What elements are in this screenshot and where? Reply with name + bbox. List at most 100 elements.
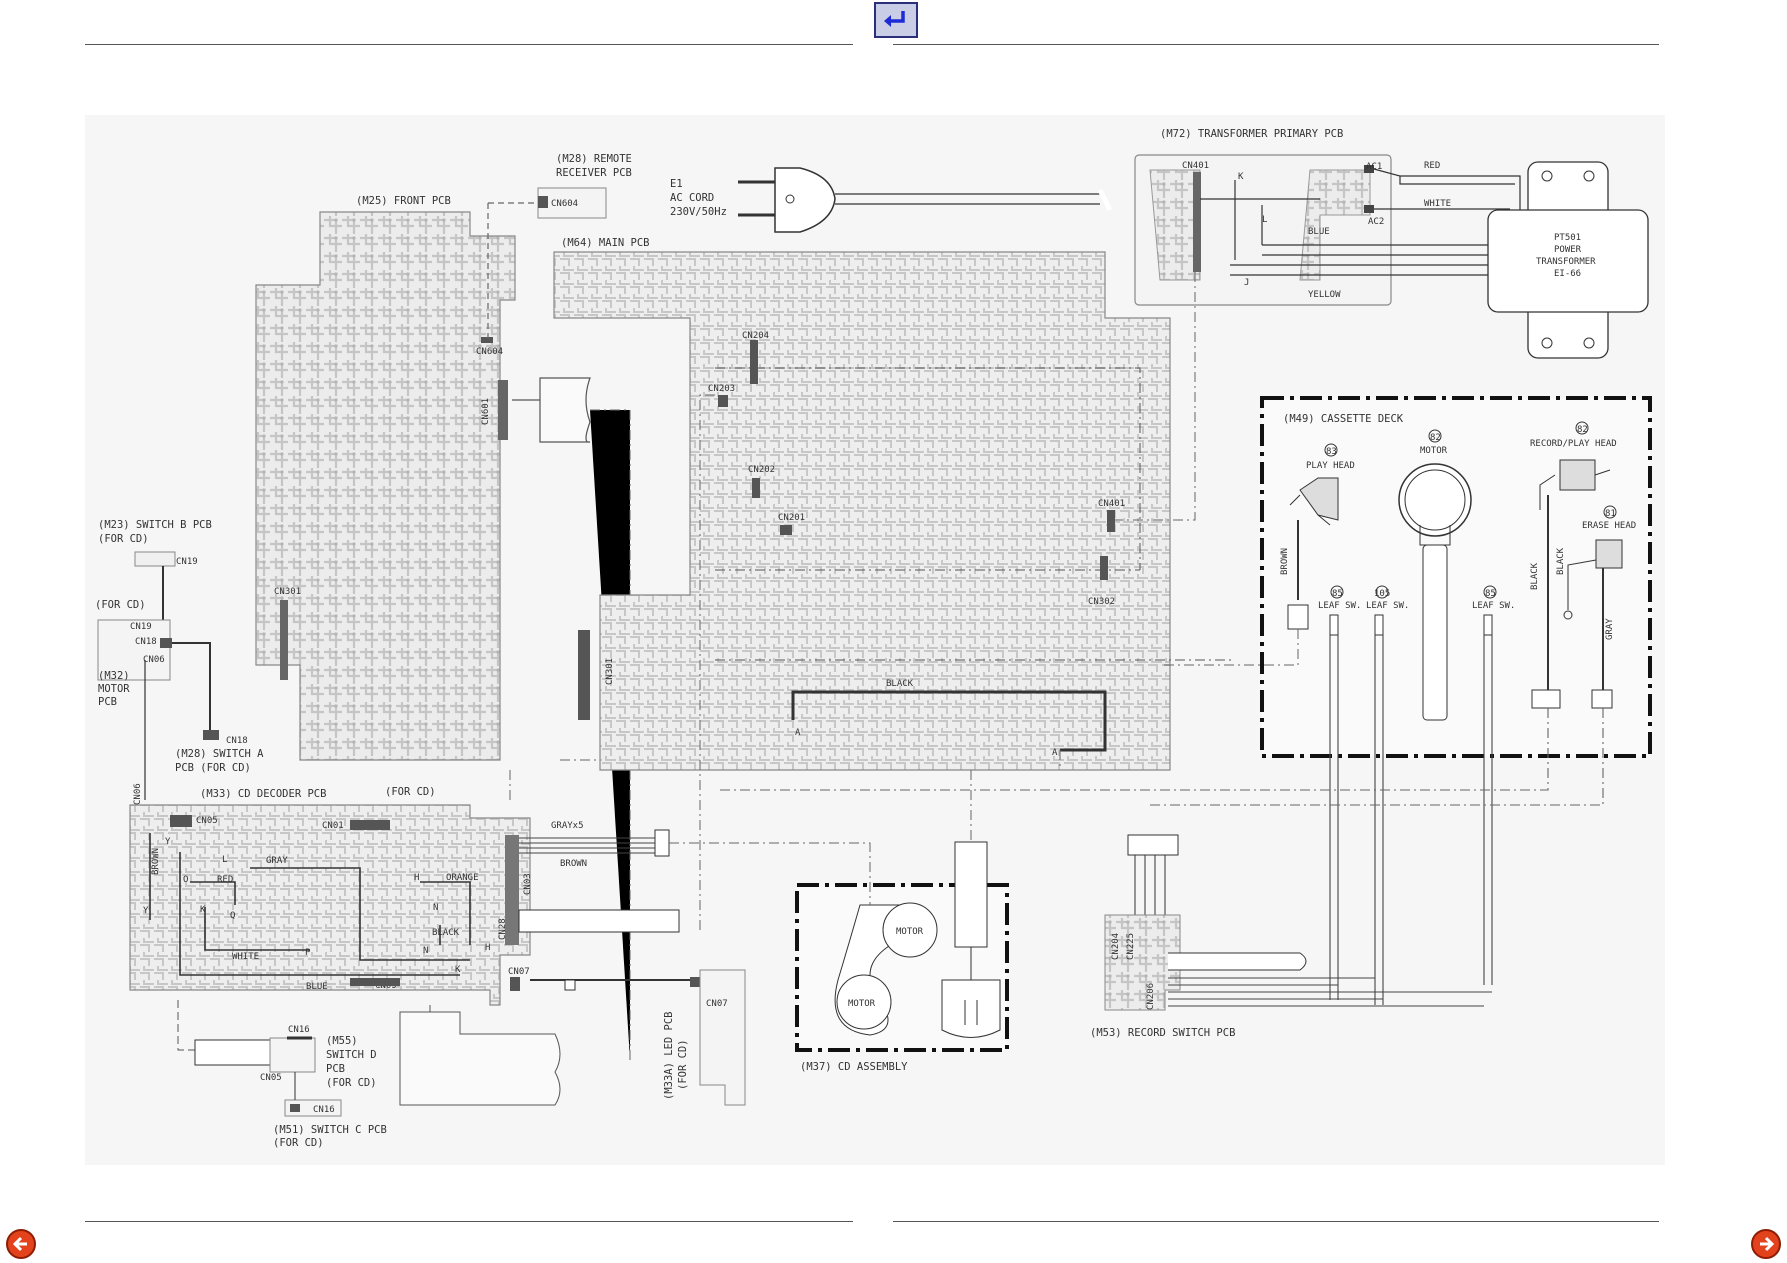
cn601-connector — [498, 380, 508, 440]
cn07-cd-label: CN07 — [508, 967, 530, 977]
o-marker: O — [183, 875, 188, 885]
n82a-label: 82 — [1430, 433, 1441, 443]
cn05-label: CN05 — [196, 816, 218, 826]
switch-a-label-2: PCB (FOR CD) — [175, 762, 251, 774]
power-label: POWER — [1554, 245, 1582, 255]
black-wire-main-label: BLACK — [886, 679, 914, 689]
cn206-label: CN206 — [1146, 983, 1156, 1010]
cd-decoder-pcb: (M33) CD DECODER PCB (FOR CD) CN06 CN05 … — [129, 783, 533, 1006]
n81-label: 81 — [1605, 509, 1616, 519]
k-cd-marker-2: K — [455, 965, 461, 975]
back-button[interactable] — [874, 2, 918, 38]
ac2-label: AC2 — [1368, 217, 1384, 227]
k-marker: K — [1238, 172, 1244, 182]
l-cd-marker: L — [222, 855, 227, 865]
remote-receiver-pcb: (M28) REMOTE RECEIVER PCB CN604 — [487, 153, 632, 340]
cassette-harness — [720, 635, 1604, 1005]
record-play-head: 82 RECORD/PLAY HEAD BLACK — [1530, 421, 1617, 709]
for-cd-label-2: (FOR CD) — [385, 786, 436, 798]
front-pcb: (M25) FRONT PCB CN604 CN601 CN301 — [255, 195, 516, 761]
red-cd-label: RED — [217, 875, 233, 885]
n85b-label: 85 — [1485, 589, 1496, 599]
gray-cassette-label: GRAY — [1605, 618, 1615, 640]
transformer-to-main-dash — [1115, 272, 1196, 521]
arrow-right-icon — [1760, 1236, 1775, 1252]
ac-cord: E1 AC CORD 230V/50Hz — [670, 167, 1113, 233]
cd-assembly-label: (M37) CD ASSEMBLY — [800, 1061, 908, 1073]
power-transformer: PT501 POWER TRANSFORMER EI-66 — [1487, 161, 1649, 359]
cn06-m-label: CN06 — [143, 655, 165, 665]
orange-cd-label: ORANGE — [446, 873, 479, 883]
cn601-label: CN601 — [481, 398, 491, 425]
white-cd-label: WHITE — [232, 952, 259, 962]
n85a-label: 85 — [1332, 589, 1343, 599]
n-marker-2: N — [423, 946, 428, 956]
remote-label-1: (M28) REMOTE — [556, 153, 632, 165]
record-switch-pcb-label: (M53) RECORD SWITCH PCB — [1090, 1027, 1235, 1039]
main-pcb-label: (M64) MAIN PCB — [561, 237, 650, 249]
dashed-interconnects — [509, 394, 1061, 930]
black-cassette-label-1: BLACK — [1530, 562, 1540, 590]
deck-motor: 82 MOTOR — [1398, 429, 1472, 721]
leaf-switches: 85 LEAF SW. 105 LEAF SW. 85 LEAF SW. — [1318, 585, 1515, 636]
motor-b-label: MOTOR — [848, 999, 876, 1009]
brown-cassette-label: BROWN — [1280, 548, 1290, 575]
switch-c-pcb: CN16 (M51) SWITCH C PCB (FOR CD) — [273, 1072, 387, 1149]
erase-head-label: ERASE HEAD — [1582, 521, 1636, 531]
switch-b-label-1: (M23) SWITCH B PCB — [98, 519, 212, 531]
transformer-primary-pcb: (M72) TRANSFORMER PRIMARY PCB CN401 K L … — [1134, 128, 1500, 306]
cn301-front-label: CN301 — [274, 587, 301, 597]
black-cd-label: BLACK — [432, 928, 460, 938]
play-head-label: PLAY HEAD — [1306, 461, 1355, 471]
transformer-wires: RED WHITE — [1373, 161, 1521, 210]
record-switch-pcb: CN204 CN225 CN206 (M53) RECORD SWITCH PC… — [1090, 834, 1492, 1039]
y-marker-2: Y — [143, 906, 149, 916]
next-page-button[interactable] — [1751, 1229, 1781, 1259]
arrow-left-icon — [12, 1236, 27, 1252]
black-cassette-label-2: BLACK — [1556, 547, 1566, 575]
switch-d-label-3: PCB — [326, 1063, 345, 1075]
h-marker-2: H — [485, 943, 490, 953]
ac1-label: AC1 — [1366, 162, 1382, 172]
white-wire-label: WHITE — [1424, 199, 1451, 209]
cd-assembly: (M37) CD ASSEMBLY MOTOR MOTOR — [669, 770, 1009, 1073]
l-marker: L — [1262, 215, 1267, 225]
cn401-tr-label: CN401 — [1182, 161, 1209, 171]
a-marker-1: A — [795, 728, 801, 738]
prev-page-button[interactable] — [6, 1229, 36, 1259]
leaf-sw-1-label: LEAF SW. — [1318, 601, 1361, 611]
record-play-head-label: RECORD/PLAY HEAD — [1530, 439, 1617, 449]
cn16-d-label: CN16 — [288, 1025, 310, 1035]
switch-c-label-2: (FOR CD) — [273, 1137, 324, 1149]
remote-label-2: RECEIVER PCB — [556, 167, 632, 179]
cn604-remote-label: CN604 — [551, 199, 578, 209]
cn202-label: CN202 — [748, 465, 775, 475]
ei66-label: EI-66 — [1554, 269, 1581, 279]
j-marker: J — [1244, 278, 1249, 288]
y-marker-1: Y — [165, 837, 171, 847]
h-marker-1: H — [414, 873, 419, 883]
cn604-label: CN604 — [476, 347, 503, 357]
n82b-label: 82 — [1577, 425, 1588, 435]
motor-pcb-label-3: PCB — [98, 696, 117, 708]
blue-cd-label: BLUE — [306, 982, 328, 992]
switch-a-pcb: CN18 (M28) SWITCH A PCB (FOR CD) — [175, 730, 264, 774]
leaf-sw-2-label: LEAF SW. — [1366, 601, 1409, 611]
red-wire-label: RED — [1424, 161, 1440, 171]
switch-d-label-2: SWITCH D — [326, 1049, 377, 1061]
motor-a-label: MOTOR — [896, 927, 924, 937]
cn19-m-label: CN19 — [130, 622, 152, 632]
cn19-b-label: CN19 — [176, 557, 198, 567]
for-cd-label-1: (FOR CD) — [95, 599, 146, 611]
cn204-rec-label: CN204 — [1111, 933, 1121, 960]
cassette-deck-label: (M49) CASSETTE DECK — [1283, 413, 1404, 425]
main-pcb: (M64) MAIN PCB CN204 CN203 CN202 CN201 C… — [553, 237, 1235, 771]
cn07-led-label: CN07 — [706, 999, 728, 1009]
cn401-main-label: CN401 — [1098, 499, 1125, 509]
switch-d-label-1: (M55) — [326, 1035, 358, 1047]
grayx5-label: GRAYx5 — [551, 821, 584, 831]
cn18-a-label: CN18 — [226, 736, 248, 746]
transformer-label: TRANSFORMER — [1536, 257, 1596, 267]
brown-cd-label: BROWN — [151, 848, 161, 875]
motor-pcb: (FOR CD) CN19 CN18 CN06 (M32) MOTOR PCB — [95, 599, 211, 800]
